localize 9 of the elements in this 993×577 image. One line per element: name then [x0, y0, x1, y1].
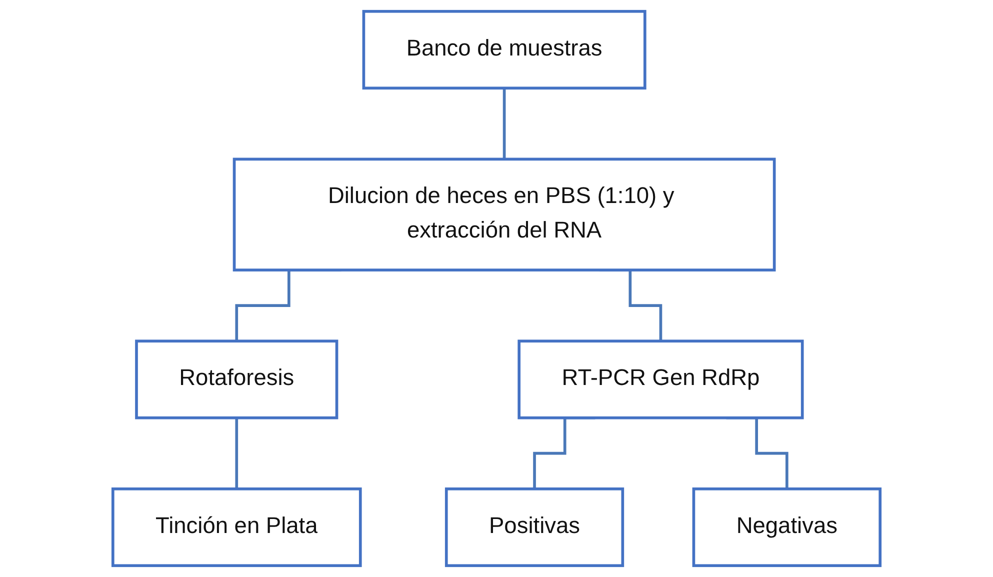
connector: [235, 416, 238, 490]
node-box: RT-PCR Gen RdRp: [518, 340, 804, 420]
node-box: Banco de muestras: [362, 10, 646, 90]
connector: [502, 86, 506, 161]
node-box: Negativas: [692, 487, 882, 568]
node-box: Rotaforesis: [135, 340, 338, 420]
node-box: Positivas: [444, 487, 624, 568]
node-box: Dilucion de heces en PBS (1:10) y extracción del RNA: [232, 158, 776, 272]
node-box: Tinción en Plata: [111, 487, 362, 568]
